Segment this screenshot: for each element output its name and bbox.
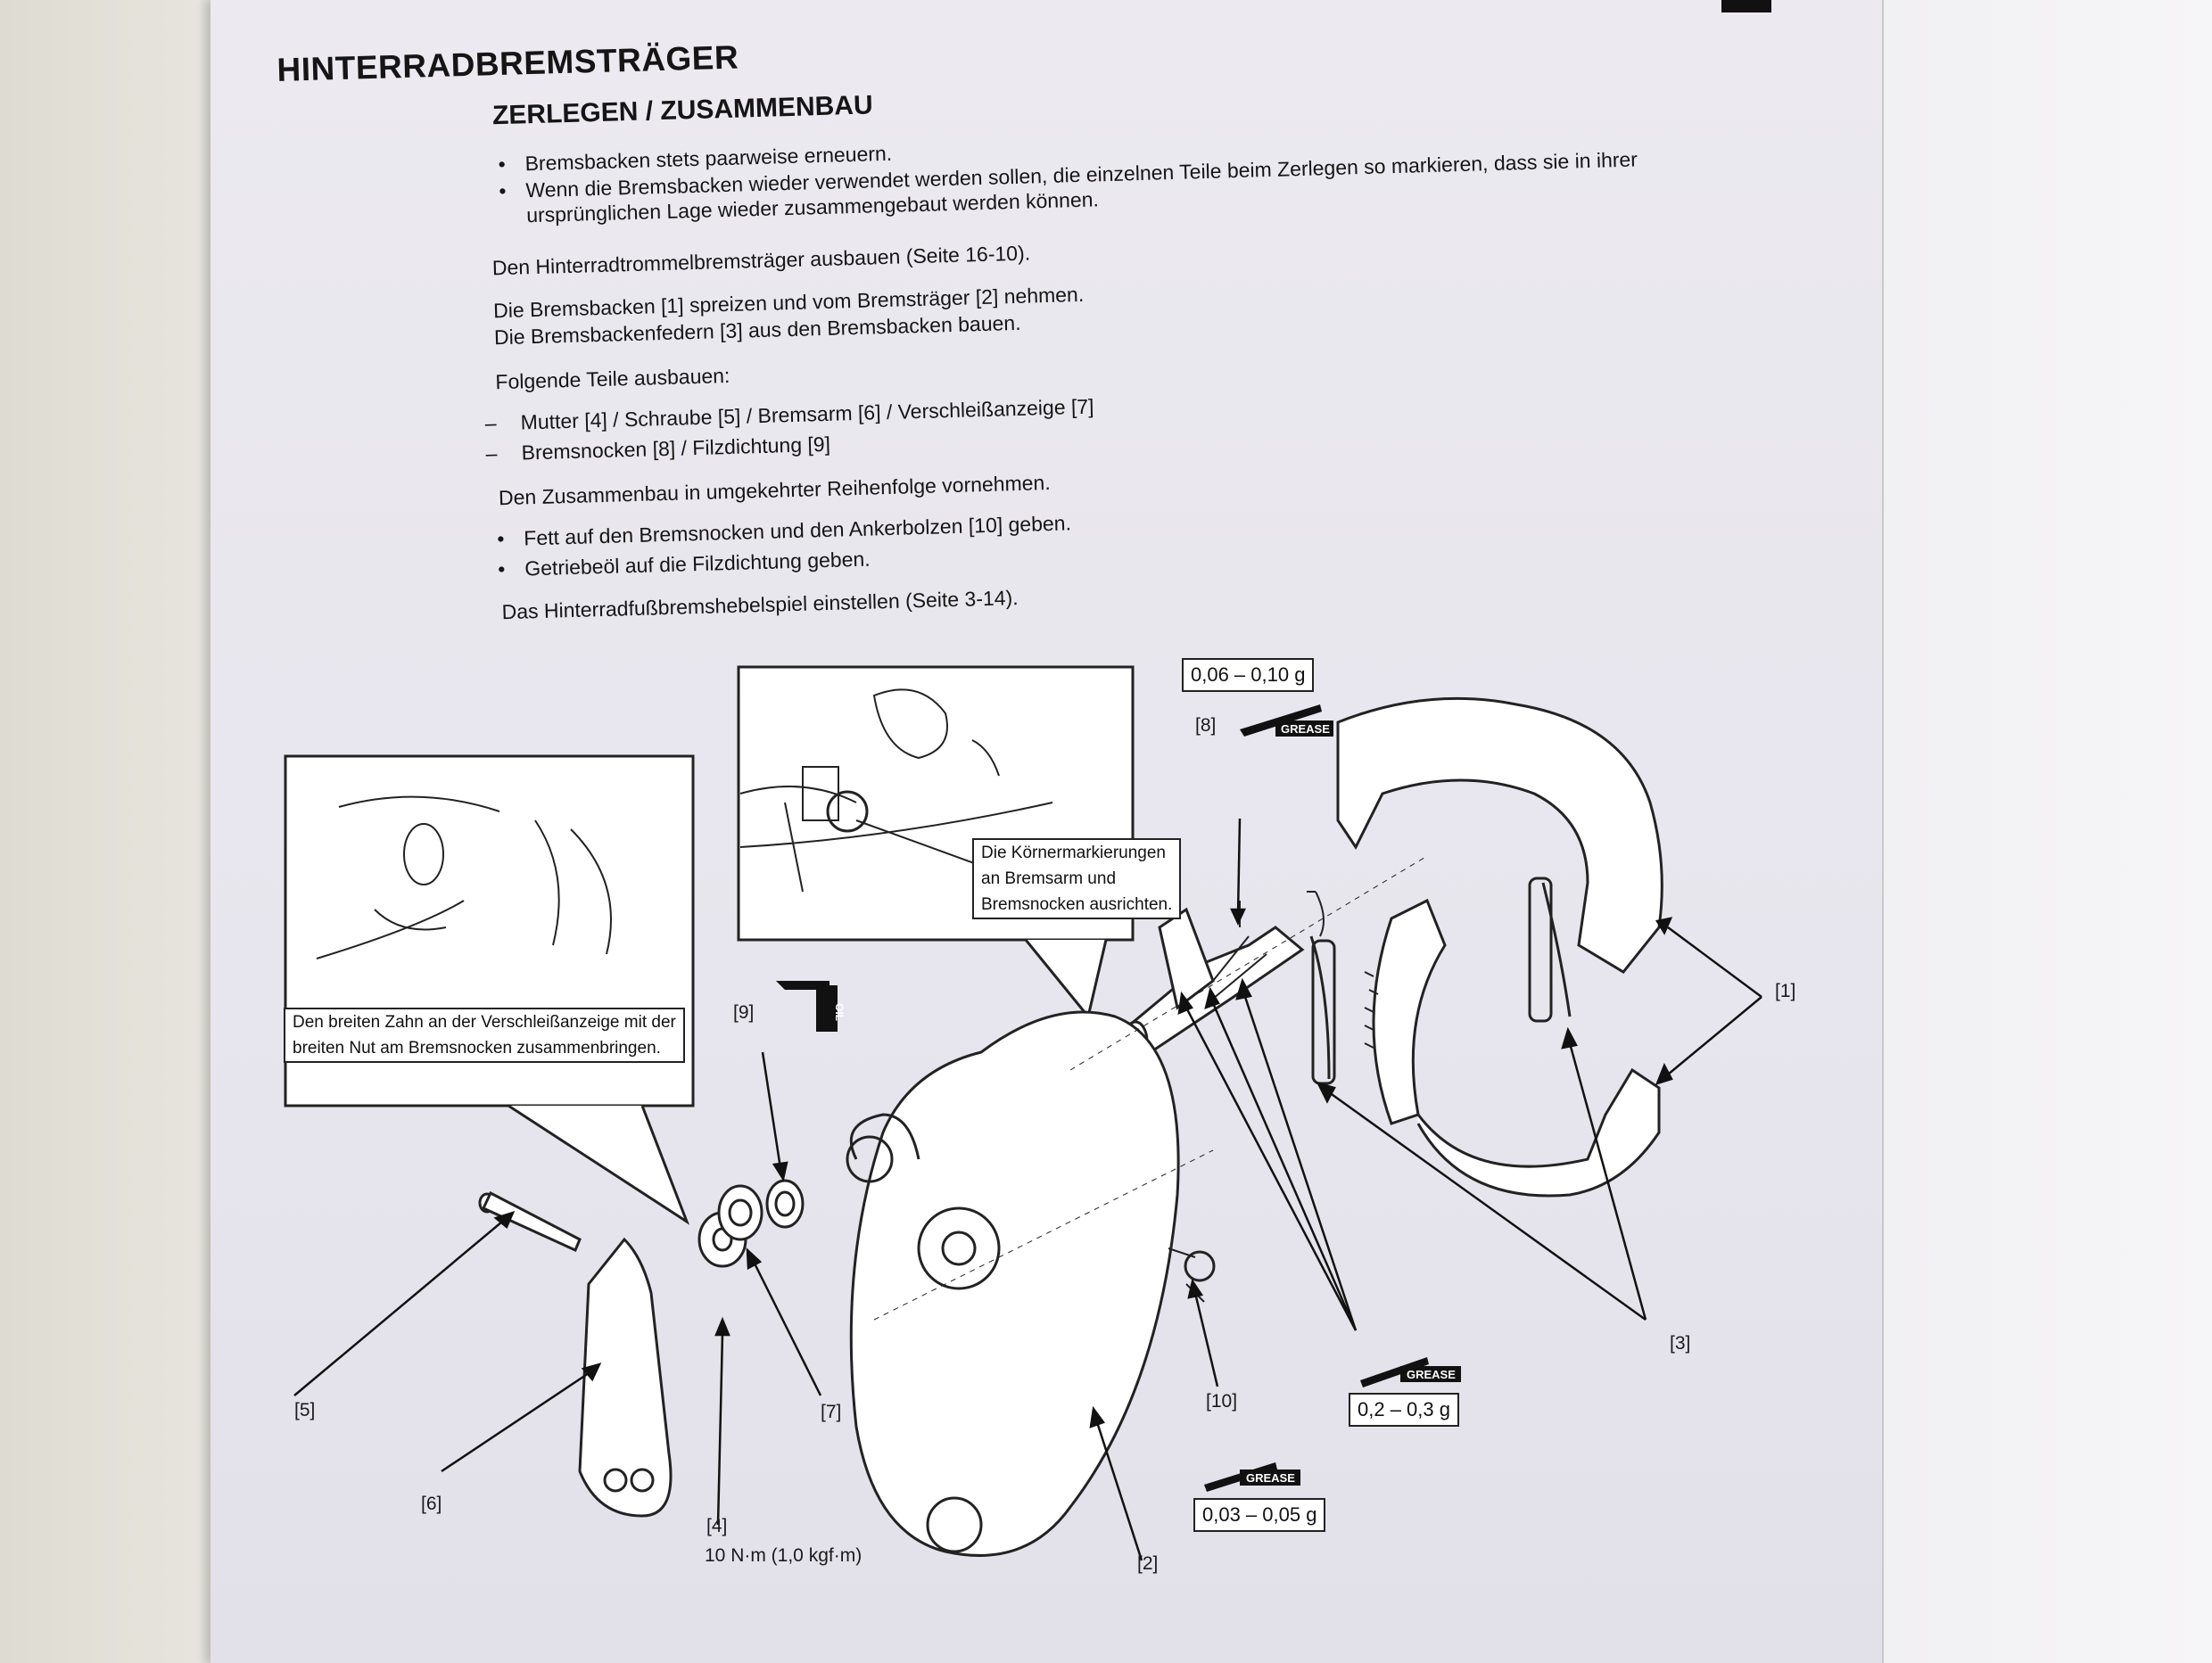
next-page-edge bbox=[1882, 0, 2212, 1663]
callout-text-left: Den breiten Zahn an der Verschleißanzeig… bbox=[284, 1008, 685, 1063]
svg-text:OIL: OIL bbox=[833, 1003, 846, 1021]
part-label-9: [9] bbox=[733, 1002, 755, 1023]
part-label-2: [2] bbox=[1137, 1553, 1159, 1574]
part-label-8: [8] bbox=[1195, 715, 1217, 736]
callout-line: Bremsnocken ausrichten. bbox=[981, 895, 1173, 914]
part-label-1: [1] bbox=[1775, 981, 1796, 1001]
svg-text:GREASE: GREASE bbox=[1246, 1471, 1295, 1485]
torque-spec: 10 N·m (1,0 kgf·m) bbox=[705, 1545, 863, 1566]
grease-icon-anchor: GREASE bbox=[1360, 1357, 1461, 1387]
part-label-10: [10] bbox=[1206, 1391, 1238, 1412]
callout-line: Die Körnermarkierungen bbox=[981, 844, 1166, 862]
qty-pin-box: 0,03 – 0,05 g bbox=[1193, 1498, 1326, 1532]
part-label-4: [4] bbox=[706, 1516, 728, 1536]
grease-icon-cam: GREASE bbox=[1240, 704, 1333, 737]
svg-text:GREASE: GREASE bbox=[1281, 722, 1330, 736]
grease-icon-pin: GREASE bbox=[1204, 1462, 1300, 1492]
callout-line: breiten Nut am Bremsnocken zusammenbring… bbox=[293, 1039, 661, 1058]
qty-anchor-box: 0,2 – 0,3 g bbox=[1349, 1393, 1459, 1427]
svg-text:GREASE: GREASE bbox=[1407, 1368, 1456, 1381]
part-label-5: [5] bbox=[294, 1400, 316, 1420]
qty-cam-box: 0,06 – 0,10 g bbox=[1182, 658, 1315, 692]
part-label-6: [6] bbox=[421, 1494, 442, 1514]
oil-icon: OIL bbox=[776, 981, 846, 1032]
part-label-7: [7] bbox=[821, 1402, 842, 1422]
callout-line: Den breiten Zahn an der Verschleißanzeig… bbox=[293, 1013, 676, 1032]
callout-text-center: Die Körnermarkierungen an Bremsarm und B… bbox=[972, 838, 1182, 919]
page-tab-marker bbox=[1721, 0, 1771, 12]
part-label-3: [3] bbox=[1670, 1333, 1691, 1354]
callout-line: an Bremsarm und bbox=[981, 869, 1117, 888]
